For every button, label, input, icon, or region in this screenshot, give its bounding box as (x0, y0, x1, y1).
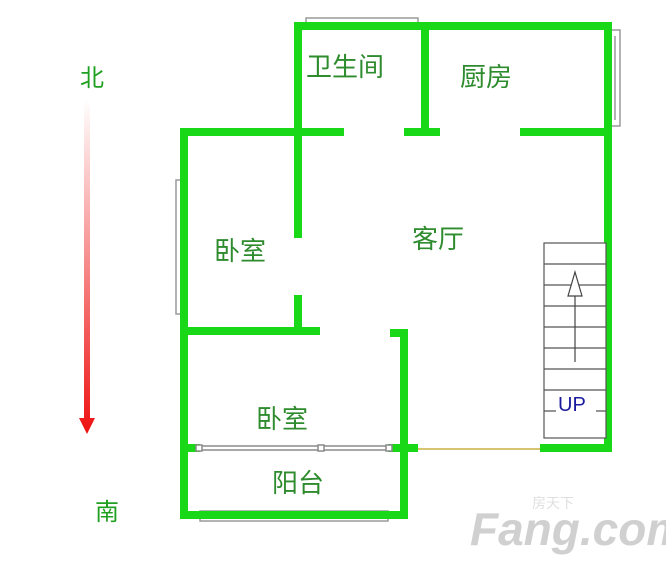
walls (180, 22, 612, 519)
watermark-site: 房天下 (532, 496, 574, 512)
watermark: Fang.com 房天下 (470, 496, 666, 555)
wall (604, 22, 612, 452)
wall (421, 22, 429, 134)
wall (180, 128, 188, 518)
wall (294, 22, 302, 134)
room-bedroom-west: 卧室 (214, 237, 266, 267)
wall (404, 128, 440, 136)
room-bathroom: 卫生间 (306, 53, 384, 83)
room-living: 客厅 (412, 225, 464, 255)
wall (294, 128, 302, 238)
wall (180, 444, 200, 452)
staircase (543, 242, 607, 439)
balcony-door (195, 444, 393, 452)
wall (388, 444, 418, 452)
stair-arrow-head (567, 269, 583, 297)
watermark-brand: Fang.com (470, 503, 666, 555)
stairs-up-label: UP (558, 394, 586, 416)
room-kitchen: 厨房 (460, 63, 512, 93)
wall (400, 329, 408, 519)
room-balcony: 阳台 (272, 469, 324, 499)
wall (390, 329, 408, 337)
wall (540, 444, 612, 452)
compass: 北 南 (79, 64, 119, 526)
north-label: 北 (80, 64, 104, 92)
wall (520, 128, 610, 136)
room-labels: 卫生间 厨房 客厅 卧室 卧室 阳台 (214, 53, 512, 499)
wall (180, 327, 320, 335)
wall (294, 295, 302, 335)
wall (180, 128, 344, 136)
room-bedroom-south: 卧室 (256, 405, 308, 435)
south-arrow (79, 100, 95, 434)
wall (294, 22, 612, 30)
wall (180, 511, 408, 519)
south-label: 南 (95, 498, 119, 526)
